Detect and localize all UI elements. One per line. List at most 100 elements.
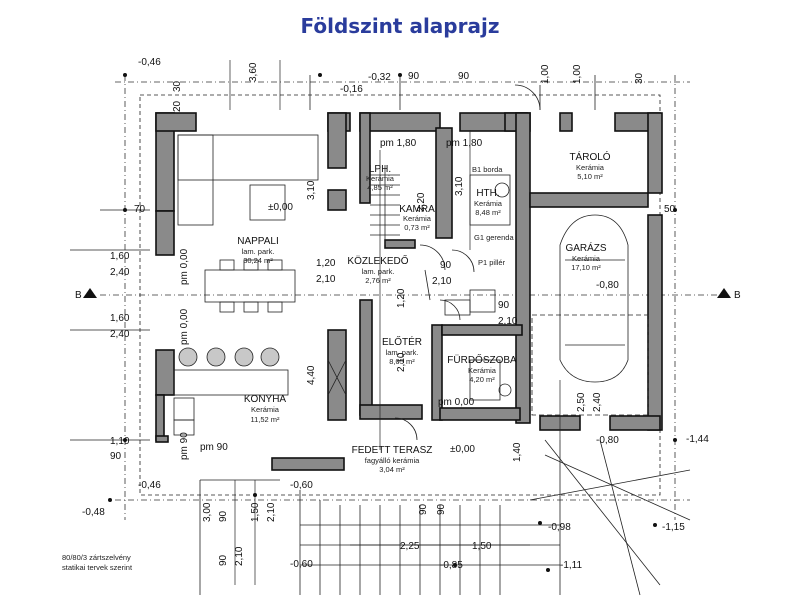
dim-left-90: 90 <box>110 451 122 462</box>
dim-v-240: 2,40 <box>592 392 603 412</box>
level-outside-13: -1,44 <box>686 434 709 445</box>
level-terasz: ±0,00 <box>450 444 475 455</box>
room-area-eloter: 8,05 m² <box>389 357 415 366</box>
room-area-garazs: 17,10 m² <box>571 263 601 272</box>
level-outside-8: -0,98 <box>548 522 571 533</box>
section-marks: B B <box>75 288 741 301</box>
dim-v-210: 2,10 <box>316 274 336 285</box>
level-outside-6: -0,60 <box>290 559 313 570</box>
level-outside-1: -0,32 <box>368 72 391 83</box>
room-material-lph: Kerámia <box>366 174 395 183</box>
dimension-labels: 3,60 30 20 90 90 1,00 1,00 30 3,10 3,10 … <box>110 62 676 566</box>
dim-top-100b: 1,00 <box>572 64 583 84</box>
dim-top-90b: 90 <box>458 71 470 82</box>
level-outside-12: -0,46 <box>138 480 161 491</box>
car-outline <box>559 214 629 383</box>
dim-top-20: 20 <box>172 100 183 112</box>
dim-v-250: 2,50 <box>576 392 587 412</box>
dim-left-160a: 1,60 <box>110 251 130 262</box>
room-material-kozlekedo: lam. park. <box>362 267 395 276</box>
room-labels: NAPPALI lam. park. 30,24 m² KONYHA Kerám… <box>237 150 611 474</box>
parapet-pm90-b: pm 90 <box>179 432 190 460</box>
note-support-2: statikai tervek szerint <box>62 563 133 572</box>
dim-b-210: 2,10 <box>266 502 277 522</box>
axis-lines <box>100 75 725 520</box>
parapet-pm180-a: pm 1,80 <box>380 138 417 149</box>
dim-b-90c: 90 <box>418 503 429 515</box>
dim-left-240b: 2,40 <box>110 329 130 340</box>
parapet-pm000-a: pm 0,00 <box>179 248 190 285</box>
dim-v-310a: 3,10 <box>306 180 317 200</box>
room-area-tarolo: 5,10 m² <box>577 172 603 181</box>
dim-b-150: 1,50 <box>250 502 261 522</box>
dim-b-90d: 90 <box>436 503 447 515</box>
room-name-tarolo: TÁROLÓ <box>569 150 610 163</box>
room-area-kozlekedo: 2,76 m² <box>365 276 391 285</box>
room-material-kamra: Kerámia <box>403 214 432 223</box>
note-b1-borda: B1 borda <box>472 165 503 174</box>
level-nappali: ±0,00 <box>268 202 293 213</box>
walls <box>155 112 663 471</box>
dim-b-150b: 1,50 <box>472 541 492 552</box>
room-area-furdoszoba: 4,20 m² <box>469 375 495 384</box>
dim-v-440: 4,40 <box>306 365 317 385</box>
room-name-eloter: ELŐTÉR <box>382 334 422 348</box>
dim-v-140: 1,40 <box>512 442 523 462</box>
furniture <box>173 84 649 441</box>
room-material-garazs: Kerámia <box>572 254 601 263</box>
dim-right-50: 50 <box>664 204 676 215</box>
room-area-hth: 8,48 m² <box>475 208 501 217</box>
dimension-lines <box>70 60 561 585</box>
room-name-garazs: GARÁZS <box>565 241 606 254</box>
parapet-marks: pm 1,80 pm 1,80 pm 0,00 pm 0,00 pm 90 pm… <box>179 138 483 460</box>
dim-h-90a: 90 <box>440 260 452 271</box>
room-material-nappali: lam. park. <box>242 247 275 256</box>
room-material-eloter: lam. park. <box>386 348 419 357</box>
terrain-lines <box>199 439 691 596</box>
note-g1-gerenda: G1 gerenda <box>474 233 514 242</box>
level-outside-10: -1,11 <box>560 560 582 571</box>
parapet-pm180-b: pm 1,80 <box>446 138 483 149</box>
dim-h-210a: 2,10 <box>432 276 452 287</box>
dim-v-120: 1,20 <box>316 258 336 269</box>
level-eloter: pm 0,00 <box>438 397 475 408</box>
room-area-nappali: 30,24 m² <box>243 256 273 265</box>
dim-top-90a: 90 <box>408 71 420 82</box>
dim-top-360: 3,60 <box>248 62 259 82</box>
room-material-hth: Kerámia <box>474 199 503 208</box>
room-area-konyha: 11,52 m² <box>250 415 280 424</box>
dim-b-300: 3,00 <box>202 502 213 522</box>
room-name-furdoszoba: FÜRDŐSZOBA <box>447 352 517 366</box>
level-outside-3: -0,46 <box>138 57 161 68</box>
level-garazs: -0,80 <box>596 280 619 291</box>
level-outside-9: -1,15 <box>662 522 685 533</box>
dim-top-100a: 1,00 <box>540 64 551 84</box>
dim-top-30: 30 <box>172 80 183 92</box>
section-mark-right: B <box>734 290 741 301</box>
room-name-hth: HTH. <box>476 188 499 199</box>
dim-b-90a: 90 <box>218 510 229 522</box>
section-mark-left: B <box>75 290 82 301</box>
page-title: Földszint alaprajz <box>300 14 500 38</box>
level-outside-11: -0,85 <box>440 560 463 571</box>
room-area-terasz: 3,04 m² <box>379 465 405 474</box>
room-name-nappali: NAPPALI <box>237 236 279 247</box>
room-material-tarolo: Kerámia <box>576 163 605 172</box>
dim-h-90b: 90 <box>498 300 510 311</box>
room-name-kozlekedo: KÖZLEKEDŐ <box>347 253 408 267</box>
dim-left-70: 70 <box>134 204 146 215</box>
dim-v-210b: 2,10 <box>396 352 407 372</box>
dim-v-120b: 1,20 <box>396 288 407 308</box>
room-material-konyha: Kerámia <box>251 405 280 414</box>
parapet-pm000-b: pm 0,00 <box>179 308 190 345</box>
dim-left-240a: 2,40 <box>110 267 130 278</box>
level-marks: ±0,00 -0,80 pm 0,00 ±0,00 -0,32 -0,16 -0… <box>82 57 709 571</box>
room-material-furdoszoba: Kerámia <box>468 366 497 375</box>
room-name-terasz: FEDETT TERASZ <box>352 445 433 456</box>
dim-b-90b: 90 <box>218 554 229 566</box>
level-outside-5: -0,60 <box>290 480 313 491</box>
room-name-konyha: KONYHA <box>244 394 287 405</box>
note-p1-piller: P1 pillér <box>478 258 506 267</box>
room-material-terasz: fagyálló kerámia <box>365 456 420 465</box>
dim-b-210c: 2,10 <box>234 546 245 566</box>
